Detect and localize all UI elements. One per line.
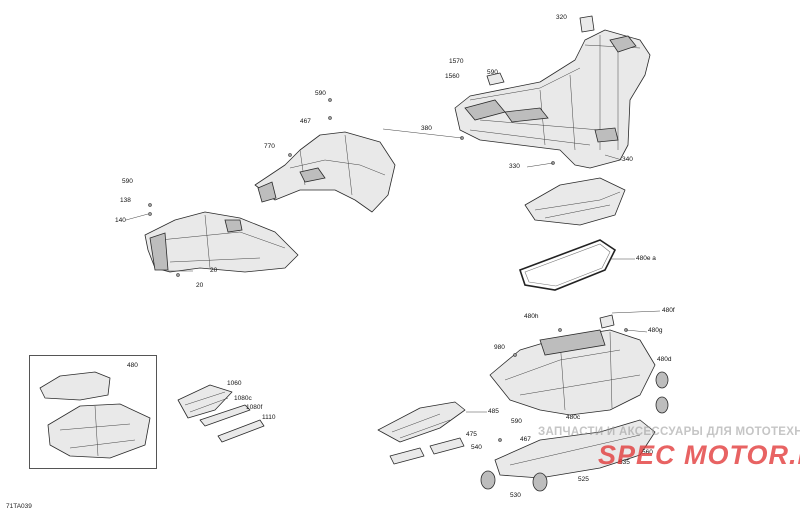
inset-seat-part — [39, 371, 151, 459]
callout-340: 340 — [622, 156, 633, 163]
bolts — [148, 98, 628, 442]
callout-1570: 1570 — [449, 58, 464, 65]
callout-1060: 1060 — [227, 380, 242, 387]
rear-bumper-part — [480, 371, 669, 492]
callout-480: 480 — [127, 362, 138, 369]
callout-590: 590 — [511, 418, 522, 425]
callout-467: 467 — [520, 436, 531, 443]
callout-525: 525 — [578, 476, 589, 483]
storage-tray-part — [524, 177, 626, 226]
callout-475: 475 — [466, 431, 477, 438]
front-body-panel-part — [144, 211, 299, 273]
pad-part — [429, 437, 465, 455]
leader-lines — [125, 128, 661, 413]
callout-480e-a: 480e a — [636, 255, 656, 262]
callout-980: 980 — [494, 344, 505, 351]
front-fender-part — [254, 131, 396, 213]
figure-id: 71TA039 — [6, 503, 32, 510]
callout-590: 590 — [122, 178, 133, 185]
callout-380: 380 — [421, 125, 432, 132]
callout-1080c: 1080c — [234, 395, 252, 402]
callout-1110: 1110 — [262, 414, 276, 421]
tool-kit-part — [177, 384, 265, 443]
callout-320: 320 — [556, 14, 567, 21]
lower-frame-part — [489, 314, 656, 416]
watermark-brand: SPEC MOTOR.RU — [598, 440, 800, 470]
callout-480c: 480c — [566, 414, 581, 421]
callout-590: 590 — [487, 69, 498, 76]
callout-480f: 480f — [662, 307, 675, 314]
callout-330: 330 — [509, 163, 520, 170]
callout-540: 540 — [471, 444, 482, 451]
callout-480g: 480g — [648, 327, 663, 334]
callout-770: 770 — [264, 143, 275, 150]
rear-rack-part — [454, 15, 651, 169]
callout-140: 140 — [115, 217, 126, 224]
callout-590: 590 — [315, 90, 326, 97]
callout-1560: 1560 — [445, 73, 460, 80]
callout-530: 530 — [510, 492, 521, 499]
skid-plate-part — [377, 401, 466, 443]
callout-138: 138 — [120, 197, 131, 204]
inset-box — [29, 355, 157, 469]
pad-part — [389, 447, 425, 465]
callout-480h: 480h — [524, 313, 539, 320]
callout-480d: 480d — [657, 356, 672, 363]
callout-20: 20 — [196, 282, 204, 289]
callout-560: 560 — [642, 449, 653, 456]
callout-20: 20 — [210, 267, 218, 274]
callout-1080f: 1080f — [246, 404, 263, 411]
callout-535: 535 — [619, 459, 630, 466]
watermark-text: ЗАПЧАСТИ И АКСЕССУАРЫ ДЛЯ МОТОТЕХНИКИ — [538, 426, 800, 438]
callout-467: 467 — [300, 118, 311, 125]
seal-ring-part — [518, 239, 617, 291]
callout-485: 485 — [488, 408, 499, 415]
